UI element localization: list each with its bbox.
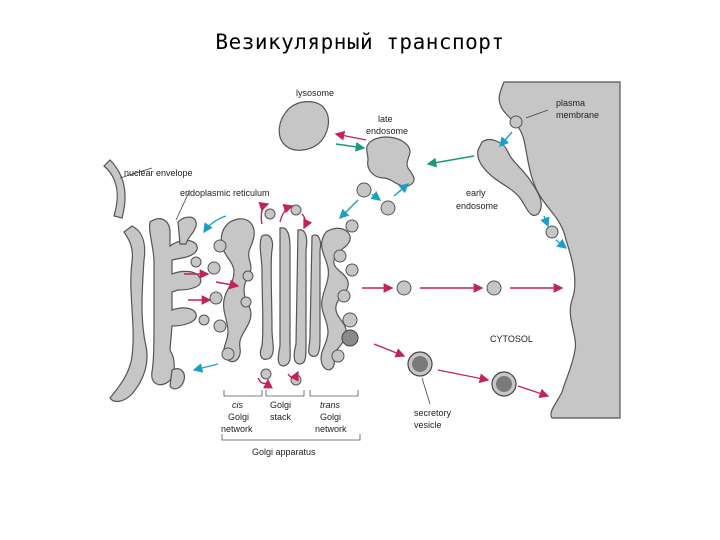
label-trans-golgi: Golgi	[320, 412, 341, 422]
label-cis-golgi: Golgi	[228, 412, 249, 422]
label-lysosome: lysosome	[296, 88, 334, 98]
secretory-vesicle-2	[491, 371, 517, 397]
label-early-endosome-2: endosome	[456, 201, 498, 211]
label-plasma-membrane-1: plasma	[556, 98, 585, 108]
label-secretory-vesicle-1: secretory	[414, 408, 452, 418]
plasma-membrane	[498, 81, 621, 419]
label-golgi-stack-1: Golgi	[270, 400, 291, 410]
secretory-vesicle-1	[407, 351, 433, 377]
label-golgi-stack-2: stack	[270, 412, 292, 422]
label-plasma-membrane-2: membrane	[556, 110, 599, 120]
leader-lines	[119, 109, 549, 405]
nuclear-envelope	[103, 159, 126, 219]
label-cytosol: CYTOSOL	[490, 334, 533, 344]
nuclear-envelope-lower	[109, 225, 148, 403]
label-late-endosome-1: late	[378, 114, 393, 124]
label-nuclear-envelope: nuclear envelope	[124, 168, 193, 178]
golgi-brackets	[221, 390, 361, 441]
label-early-endosome-1: early	[466, 188, 486, 198]
label-trans-network: network	[315, 424, 347, 434]
label-endoplasmic-reticulum: endoplasmic reticulum	[180, 188, 270, 198]
label-cis-network: network	[221, 424, 253, 434]
lysosome	[278, 101, 330, 151]
slide-title: Везикулярный транспорт	[215, 30, 505, 54]
late-endosome	[366, 136, 415, 187]
secretory-arrows	[184, 130, 564, 398]
trans-golgi-network	[320, 227, 359, 371]
label-secretory-vesicle-2: vesicle	[414, 420, 442, 430]
cis-golgi-network	[207, 218, 255, 363]
golgi-stack	[259, 227, 322, 367]
endosome-arrows	[335, 141, 475, 168]
retrieval-arrows	[192, 131, 568, 373]
early-endosome	[477, 139, 542, 216]
label-late-endosome-2: endosome	[366, 126, 408, 136]
label-trans: trans	[320, 400, 341, 410]
label-golgi-apparatus: Golgi apparatus	[252, 447, 316, 457]
label-cis: cis	[232, 400, 243, 410]
endoplasmic-reticulum	[148, 216, 202, 390]
